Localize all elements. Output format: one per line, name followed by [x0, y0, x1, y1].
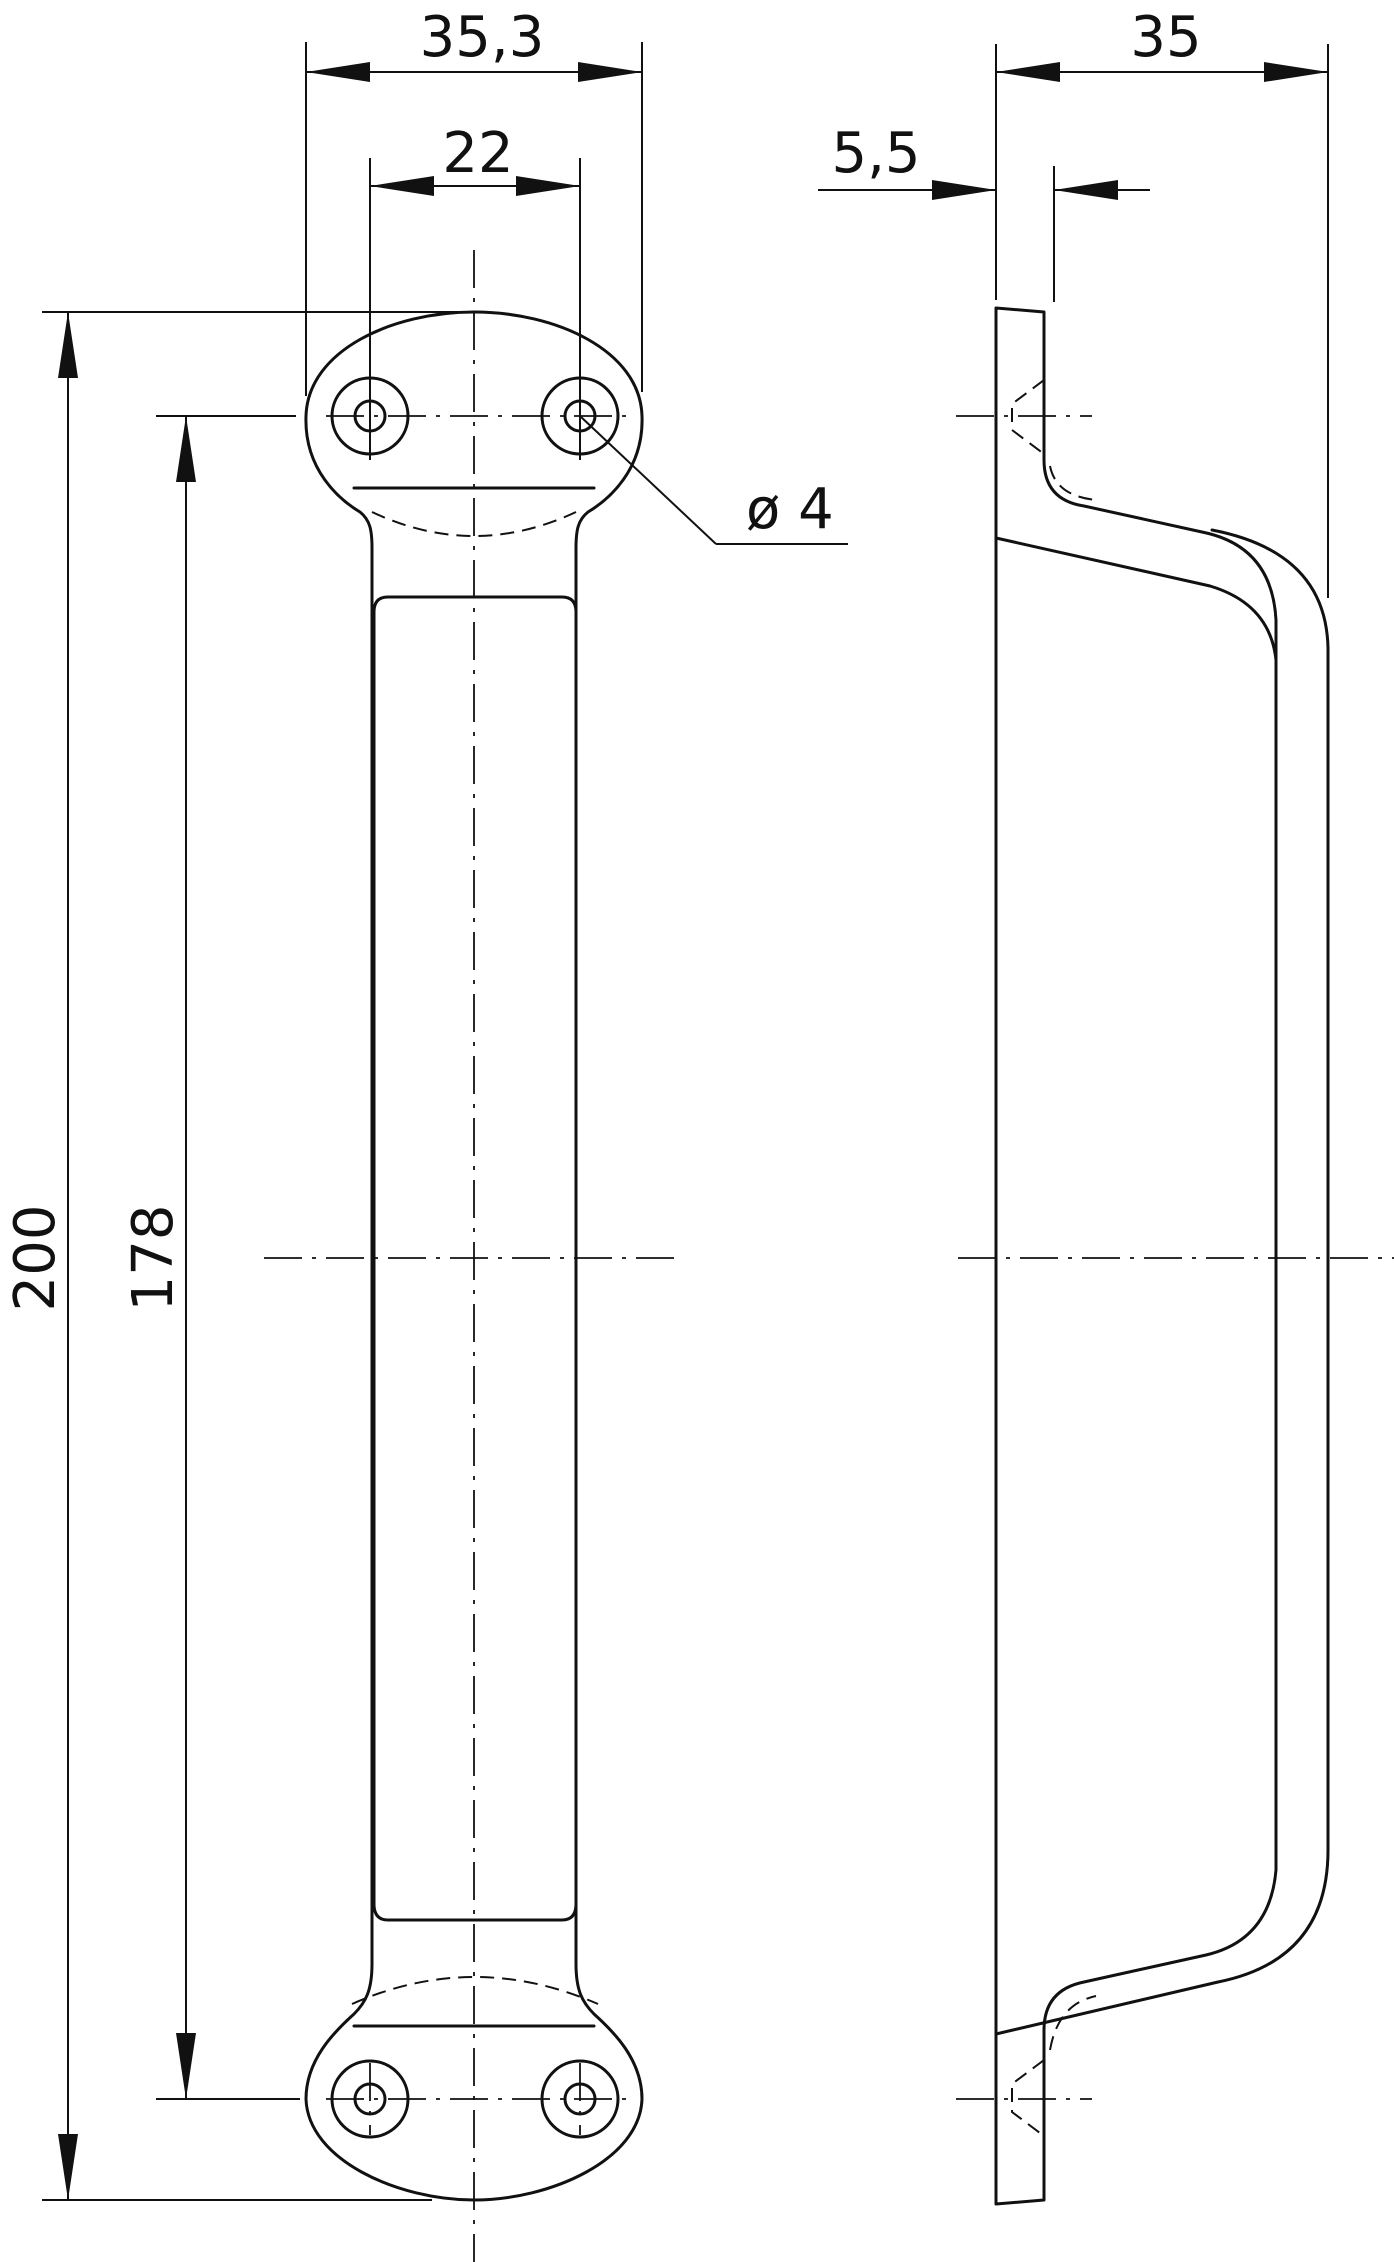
dim-pitch-arrow-bottom: [176, 2033, 196, 2099]
handle-side-inner-outline: [994, 536, 1330, 2036]
hole-bottom-right-outer: [540, 2059, 620, 2139]
side-dimensions: 35 5,5: [818, 5, 1329, 598]
bottom-transition-hidden-arc: [351, 1976, 599, 2005]
dim-depth-label: 35: [1130, 5, 1201, 70]
countersink-bottom-arc: [1049, 1995, 1097, 2051]
dim-depth-arrow-right: [1264, 62, 1328, 82]
dim-length-arrow-bottom: [58, 2134, 78, 2200]
hole-bottom-left-outer: [330, 2059, 410, 2139]
hole-bottom-left-inner: [353, 2082, 387, 2116]
hole-bottom-right-inner: [563, 2082, 597, 2116]
countersink-top-hidden: [1011, 379, 1045, 455]
dim-holes-arrow-left: [370, 176, 434, 196]
dim-depth-arrow-left: [996, 62, 1060, 82]
front-view: [264, 250, 676, 2262]
handle-front-outline: [304, 310, 644, 2202]
hole-diameter-label: ø 4: [746, 477, 834, 542]
top-transition-hidden-arc: [371, 511, 577, 537]
grip-recess-outline: [372, 595, 578, 1922]
dim-length-arrow-top: [58, 312, 78, 378]
dim-thickness-arrow-right: [1054, 180, 1118, 200]
dim-thickness-label: 5,5: [831, 121, 920, 186]
countersink-bottom-hidden: [1011, 2059, 1045, 2137]
dim-pitch-arrow-top: [176, 416, 196, 482]
dim-width-arrow-right: [578, 62, 642, 82]
dim-holes-label: 22: [442, 121, 513, 186]
countersink-top-arc: [1049, 465, 1097, 501]
dim-pitch-label: 178: [121, 1205, 186, 1312]
handle-side-outer-curve-top: [1044, 460, 1276, 1840]
dim-width-arrow-left: [306, 62, 370, 82]
dim-length-label: 200: [3, 1205, 68, 1312]
side-view: [956, 306, 1394, 2206]
handle-side-outer-arc-top: [1210, 528, 1330, 650]
hole-diameter-leader: [579, 415, 717, 545]
dim-holes-arrow-right: [516, 176, 580, 196]
front-dimensions: 35,3 22 ø 4 200 178: [3, 5, 848, 2201]
handle-side-outline: [994, 306, 1278, 2206]
dim-thickness-arrow-left: [932, 180, 996, 200]
dim-width-label: 35,3: [420, 5, 545, 70]
